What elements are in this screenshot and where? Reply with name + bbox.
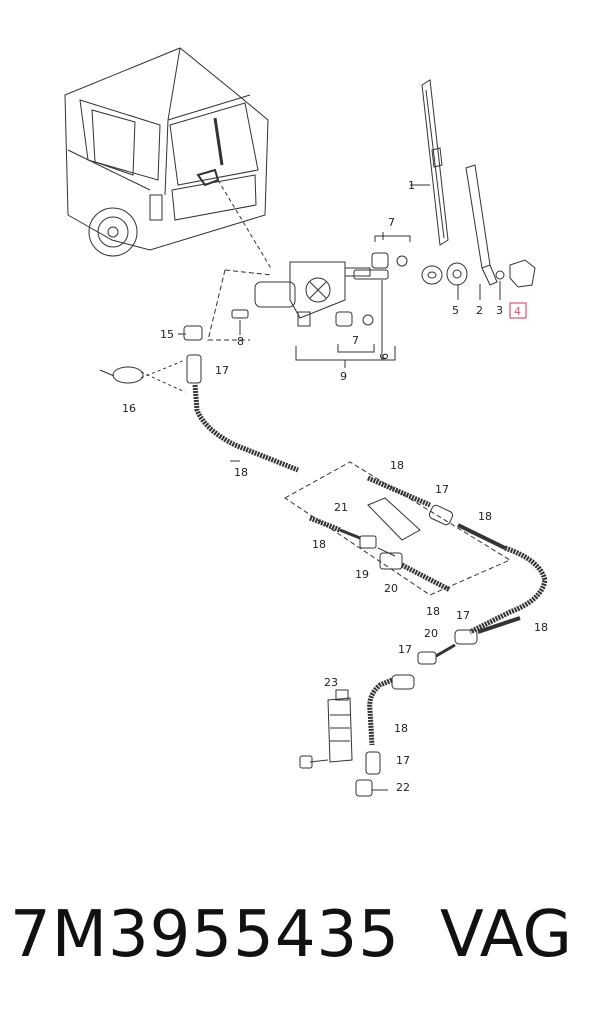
callout-8: 8 <box>237 335 244 348</box>
cable-tie <box>99 359 186 393</box>
callout-15: 15 <box>160 328 174 341</box>
vehicle-illustration <box>64 47 269 257</box>
hose-section-lower <box>365 643 456 775</box>
callout-17-d: 17 <box>398 643 412 656</box>
callout-2: 2 <box>476 304 483 317</box>
callout-18-f: 18 <box>534 621 548 634</box>
filter-sleeve <box>367 497 421 541</box>
callout-4: 4 <box>514 305 521 318</box>
callout-6: 6 <box>378 353 391 360</box>
callout-18-c: 18 <box>478 510 492 523</box>
callout-16: 16 <box>122 402 136 415</box>
bolt <box>231 309 249 335</box>
callout-21: 21 <box>334 501 348 514</box>
diagram-svg: 1 2 3 4 5 6 7 7 8 9 15 16 17 17 17 17 17… <box>64 47 548 797</box>
callout-18-g: 18 <box>394 722 408 735</box>
grommet-set-lower <box>335 311 375 353</box>
callout-4-highlight <box>509 302 527 319</box>
grommet-set-upper <box>371 232 411 269</box>
spindle-part-6 <box>353 269 389 360</box>
callout-18-d: 18 <box>312 538 326 551</box>
part-number: 7M3955435 <box>10 898 400 972</box>
callout-17-c: 17 <box>456 609 470 622</box>
callout-18-b: 18 <box>390 459 404 472</box>
callout-9: 9 <box>340 370 347 383</box>
manufacturer-label: VAG <box>440 898 572 972</box>
callout-17-a: 17 <box>215 364 229 377</box>
callout-18-a: 18 <box>234 466 248 479</box>
wiper-motor <box>254 261 371 327</box>
callout-1: 1 <box>408 179 415 192</box>
seal-washer-nut <box>421 262 505 286</box>
callout-20-a: 20 <box>384 582 398 595</box>
callout-22: 22 <box>396 781 410 794</box>
callout-18-e: 18 <box>426 605 440 618</box>
connector-clip <box>178 325 203 341</box>
check-valve <box>355 779 373 797</box>
callout-5: 5 <box>452 304 459 317</box>
exploded-parts-diagram: 1 2 3 4 5 6 7 7 8 9 15 16 17 17 17 17 17… <box>64 47 548 797</box>
caption-bar: 7M3955435 VAG <box>0 880 600 1000</box>
callout-20-b: 20 <box>424 627 438 640</box>
washer-hose <box>186 354 299 473</box>
cover-cap <box>509 259 536 288</box>
callout-17-b: 17 <box>435 483 449 496</box>
callout-19: 19 <box>355 568 369 581</box>
callout-3: 3 <box>496 304 503 317</box>
callout-7-lower: 7 <box>352 334 359 347</box>
wiper-blade <box>421 79 449 246</box>
callout-23: 23 <box>324 676 338 689</box>
callout-17-e: 17 <box>396 754 410 767</box>
washer-pump <box>299 689 353 769</box>
callout-7-upper: 7 <box>388 216 395 229</box>
hose-section-middle <box>309 475 506 593</box>
wiper-arm <box>465 164 498 286</box>
callout-labels: 1 2 3 4 5 6 7 7 8 9 15 16 17 17 17 17 17… <box>122 179 548 794</box>
